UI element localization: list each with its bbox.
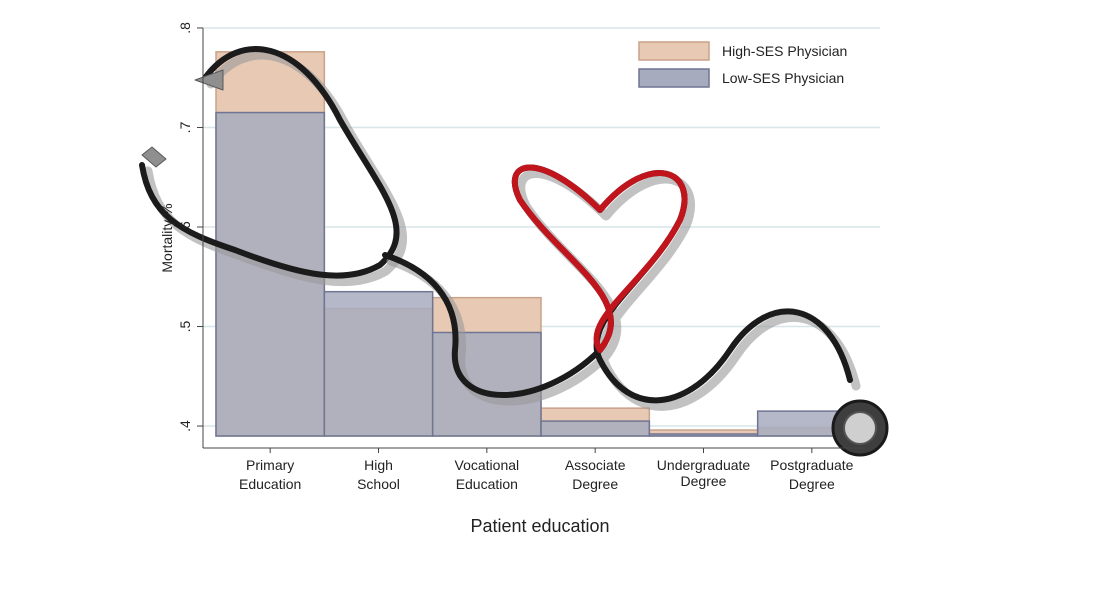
stethoscope-diaphragm: [843, 411, 877, 445]
bar-low-ses: [540, 420, 651, 437]
legend-swatch: [638, 68, 710, 88]
y-tick-label: .4: [177, 420, 193, 432]
legend-label: High-SES Physician: [722, 43, 847, 59]
stethoscope-ear-tip-left: [141, 146, 167, 168]
bar-low-ses: [431, 331, 542, 437]
legend-swatch: [638, 41, 710, 61]
heart-shape: [511, 164, 688, 353]
x-axis-title: Patient education: [470, 516, 609, 536]
stethoscope-ear-tip-top: [194, 69, 224, 91]
y-tick-label: .7: [177, 121, 193, 133]
axes: [202, 28, 865, 449]
y-tick-label: .6: [177, 221, 193, 233]
stethoscope-illustration: [139, 46, 889, 457]
stethoscope-main-tube-shadow: [386, 169, 861, 411]
y-tick-label: .8: [177, 22, 193, 34]
y-axis-ticks: .4 .5 .6 .7 .8: [177, 22, 203, 432]
y-axis-title: Mortality %: [159, 203, 175, 272]
bars: [215, 51, 867, 437]
bar-low-ses: [648, 433, 759, 437]
legend-label: Low-SES Physician: [722, 70, 844, 86]
bar-low-ses: [323, 290, 434, 437]
y-tick-label: .5: [177, 320, 193, 332]
